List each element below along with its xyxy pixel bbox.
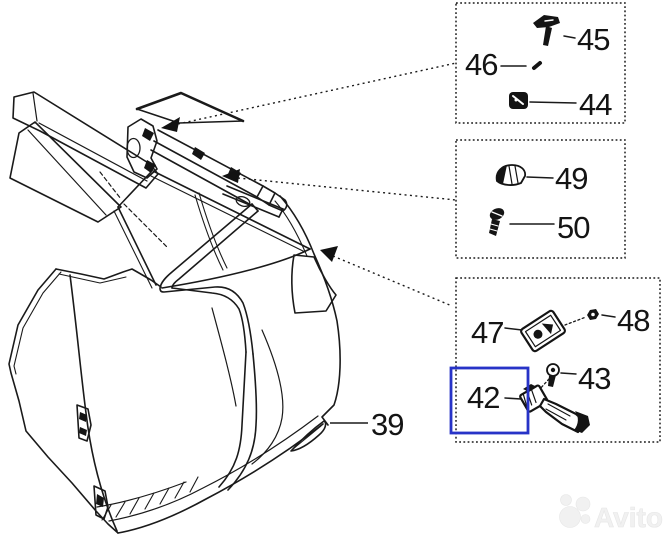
part-48-icon	[587, 309, 599, 320]
avito-logo-icon	[559, 494, 591, 528]
highlight-box-part-42	[449, 366, 530, 435]
leader-line-middle-box	[237, 177, 457, 201]
hood-panel-drawing	[8, 91, 341, 534]
callout-49: 49	[555, 161, 587, 196]
leader-42	[504, 397, 522, 400]
callout-42: 42	[467, 380, 499, 415]
callout-numbers: 39 45 46 44 49 50 47 48 43 42	[371, 22, 650, 442]
leader-47	[504, 327, 523, 331]
top-bracket-assembly	[126, 91, 288, 218]
leader-line-top-box	[177, 62, 457, 125]
part-icons	[489, 15, 616, 434]
dashed-link-47-48	[564, 316, 587, 326]
callout-44: 44	[579, 87, 612, 122]
leader-48	[601, 314, 616, 318]
avito-watermark: Avito	[559, 494, 663, 533]
callout-45: 45	[577, 22, 609, 57]
part-50-icon	[489, 208, 505, 236]
rim-hatching	[101, 476, 199, 521]
windshield-plane	[99, 170, 311, 289]
part-44-icon	[509, 92, 528, 109]
callout-39: 39	[371, 407, 403, 442]
windshield-blade	[12, 91, 159, 189]
inset-box-bottom	[455, 277, 661, 443]
leader-49	[526, 176, 554, 179]
leader-44	[529, 101, 577, 104]
callout-47: 47	[471, 315, 503, 350]
callout-43: 43	[578, 361, 610, 396]
headlight-frame	[159, 203, 259, 355]
leader-45	[563, 35, 576, 39]
inset-boxes	[455, 2, 661, 443]
part-46-icon	[532, 61, 542, 70]
lower-panel	[8, 195, 341, 534]
avito-watermark-text: Avito	[594, 502, 663, 533]
callout-50: 50	[557, 210, 590, 245]
side-tabs	[76, 404, 109, 520]
part-49-icon	[495, 164, 526, 186]
leader-line-bottom-box	[332, 255, 453, 307]
side-band	[9, 121, 122, 223]
arrowhead-top	[161, 117, 180, 132]
inset-box-top	[455, 2, 626, 124]
part-45-icon	[533, 15, 560, 46]
part-43-icon	[546, 363, 560, 387]
leader-43	[560, 372, 577, 375]
arrowhead-bottom	[320, 246, 338, 262]
callout-46: 46	[465, 47, 497, 82]
inset-box-middle	[455, 139, 626, 259]
arrowhead-middle	[222, 169, 240, 183]
leader-lines	[161, 62, 457, 424]
callout-48: 48	[617, 303, 649, 338]
part-47-icon	[520, 309, 566, 353]
